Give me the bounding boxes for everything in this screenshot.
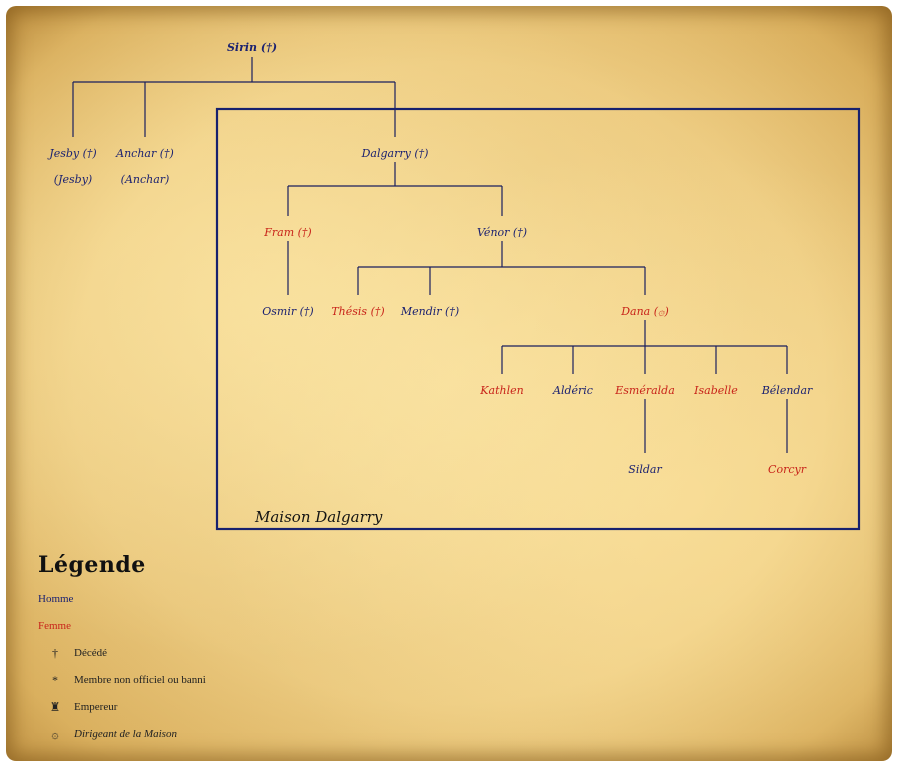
tree-connectors <box>72 57 788 453</box>
house-leader-icon: ۞ <box>51 727 59 741</box>
legend-title: Légende <box>38 552 146 578</box>
person-mendir: Mendir (†) <box>400 305 459 318</box>
tree-names: Sirin (†) Jesby (†) (Jesby) Anchar (†) (… <box>47 41 813 476</box>
person-dalgarry: Dalgarry (†) <box>361 147 429 160</box>
legend-item-label: Empereur <box>74 701 118 713</box>
person-jesby: Jesby (†) <box>47 147 96 160</box>
person-venor: Vénor (†) <box>477 226 527 239</box>
person-isabelle: Isabelle <box>693 384 738 397</box>
emperor-icon: ♜ <box>49 700 61 714</box>
house-label: Maison Dalgarry <box>254 508 383 526</box>
person-fram: Fram (†) <box>263 226 311 239</box>
person-thesis: Thésis (†) <box>331 305 384 318</box>
person-anchar-sub: (Anchar) <box>121 173 170 186</box>
legend-item-unofficial: * Membre non officiel ou banni <box>38 673 206 700</box>
person-kathlen: Kathlen <box>479 384 523 397</box>
legend-female: Femme <box>38 620 71 632</box>
person-jesby-sub: (Jesby) <box>54 173 92 186</box>
legend-male: Homme <box>38 593 74 605</box>
dagger-icon: † <box>52 646 58 660</box>
legend: Légende Homme Femme † Décédé * Membre no… <box>38 552 206 754</box>
person-dana: Dana (۞) <box>620 305 669 318</box>
asterisk-icon: * <box>52 673 58 687</box>
person-osmir: Osmir (†) <box>262 305 313 318</box>
legend-item-emperor: ♜ Empereur <box>38 700 146 727</box>
person-anchar: Anchar (†) <box>115 147 174 160</box>
legend-item-label: Membre non officiel ou banni <box>74 674 206 686</box>
person-corcyr: Corcyr <box>768 463 807 476</box>
legend-item-label: Décédé <box>74 647 107 659</box>
person-belendar: Bélendar <box>761 384 813 397</box>
person-sirin: Sirin (†) <box>227 41 277 54</box>
person-esmeralda: Esméralda <box>614 384 675 397</box>
legend-item-house-leader: ۞ Dirigeant de la Maison <box>38 727 176 754</box>
legend-item-label: Dirigeant de la Maison <box>74 728 177 740</box>
house-dalgarry-frame <box>215 107 861 531</box>
parchment-background <box>6 6 892 761</box>
person-sildar: Sildar <box>628 463 662 476</box>
legend-item-deceased: † Décédé <box>38 646 146 673</box>
person-alderic: Aldéric <box>552 384 593 397</box>
